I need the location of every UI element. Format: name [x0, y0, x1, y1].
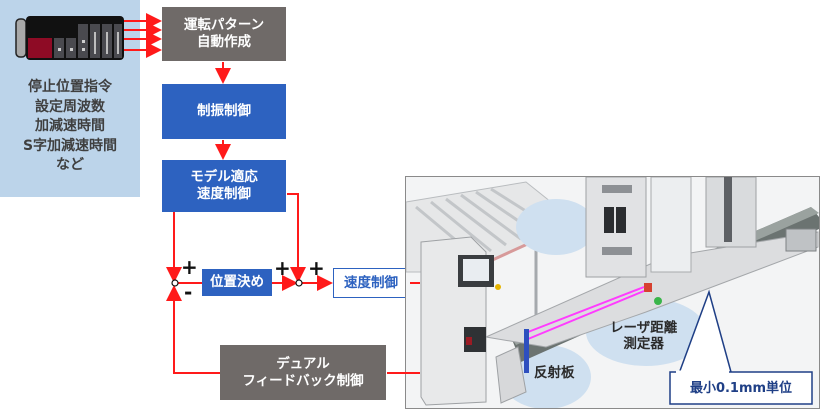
- equipment-photo: [405, 176, 820, 409]
- block-label: 速度制御: [197, 186, 251, 202]
- command-line: S字加減速時間: [22, 137, 118, 154]
- block-label: モデル適応: [190, 169, 258, 185]
- block-label: 運転パターン: [183, 17, 265, 33]
- command-line: 設定周波数: [35, 98, 105, 115]
- resolution-callout: 最小0.1mm単位: [689, 381, 793, 396]
- plus-sign: +: [274, 256, 291, 280]
- summing-junction: [295, 279, 303, 287]
- auto-pattern-block: 運転パターン自動作成: [162, 7, 286, 61]
- block-label: デュアル: [276, 355, 330, 372]
- laser-sensor-label: レーザ距離 測定器: [610, 320, 677, 352]
- block-label: 位置決め: [210, 274, 264, 290]
- label-line: 測定器: [623, 336, 664, 352]
- block-label: 速度制御: [344, 274, 398, 291]
- dual-feedback-block: デュアルフィードバック制御: [220, 345, 386, 400]
- reflector-label: 反射板: [534, 365, 575, 381]
- factory-scene: [406, 177, 819, 408]
- block-label: 制振制御: [197, 103, 251, 119]
- positioning-block: 位置決め: [202, 269, 272, 296]
- command-line: など: [56, 157, 84, 173]
- model-adaptive-speed-block: モデル適応速度制御: [162, 160, 286, 212]
- minus-sign: -: [184, 280, 193, 304]
- plus-sign: +: [308, 256, 325, 280]
- label-line: レーザ距離: [610, 320, 678, 336]
- feedback-arrow: [166, 285, 220, 374]
- command-line: 加減速時間: [35, 118, 105, 134]
- vibration-control-block: 制振制御: [162, 84, 286, 139]
- speed-control-block: 速度制御: [333, 268, 409, 298]
- block-label: フィードバック制御: [242, 372, 364, 389]
- plus-sign: +: [181, 255, 198, 279]
- plc-controller-icon: [15, 16, 124, 60]
- command-list: 停止位置指令 設定周波数 加減速時間 S字加減速時間 など: [0, 78, 140, 176]
- command-line: 停止位置指令: [28, 79, 112, 95]
- block-label: 自動作成: [196, 34, 251, 50]
- summing-junction: [171, 279, 179, 287]
